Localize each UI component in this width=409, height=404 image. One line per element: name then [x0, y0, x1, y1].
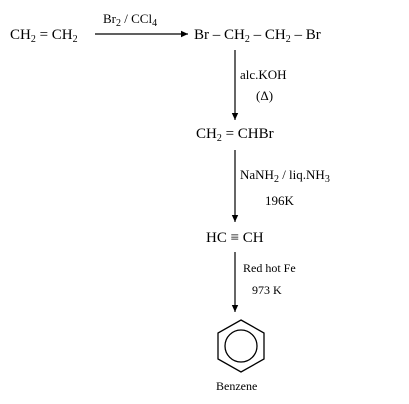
ethene-formula: CH2 = CH2	[10, 27, 78, 45]
temperature-196k-label: 196K	[265, 193, 294, 208]
temperature-973k-label: 973 K	[252, 283, 282, 297]
vinyl-bromide-formula: CH2 = CHBr	[196, 126, 274, 144]
bromine-reagent-label: Br2 / CCl4	[103, 11, 158, 29]
alc-koh-label: alc.KOH	[240, 67, 287, 82]
benzene-ring-icon	[217, 319, 265, 373]
acetylene-formula: HC ≡ CH	[206, 230, 264, 246]
red-hot-fe-label: Red hot Fe	[243, 261, 296, 275]
dibromoethane-formula: Br – CH2 – CH2 – Br	[194, 27, 321, 45]
heat-condition-label: (Δ)	[256, 88, 274, 103]
sodamide-reagent-label: NaNH2 / liq.NH3	[240, 167, 330, 185]
benzene-label: Benzene	[216, 379, 258, 393]
